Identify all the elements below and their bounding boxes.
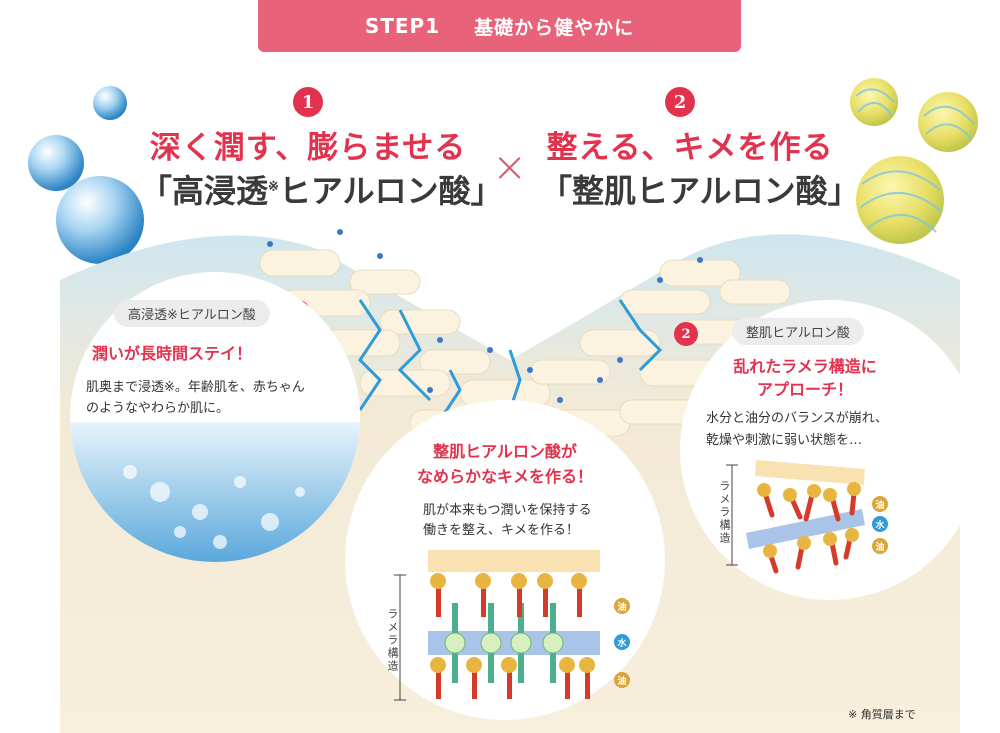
center-panel-body-line-2: 働きを整え、キメを作る！	[423, 523, 580, 538]
right-panel-tag: 整肌ヒアルロン酸	[732, 318, 864, 345]
legend-water-chip: 水	[872, 516, 888, 532]
feature-number-1: 1	[293, 87, 323, 117]
water-droplet	[56, 176, 144, 264]
center-panel-heading-line-1: 整肌ヒアルロン酸が	[433, 442, 577, 461]
left-panel-body-line-1: 肌奥まで浸透※。年齢肌を、赤ちゃん	[86, 380, 305, 395]
right-panel-heading-line-2: アプローチ！	[756, 380, 853, 399]
center-panel-body-line-1: 肌が本来もつ潤いを保持する	[423, 503, 592, 518]
feature-number-2: 2	[665, 87, 695, 117]
step-label: STEP1	[364, 14, 441, 38]
step-banner: STEP1 基礎から健やかに	[258, 0, 741, 52]
legend-water-chip: 水	[614, 634, 630, 650]
legend-oil-chip: 油	[614, 598, 630, 614]
times-symbol: ×	[492, 142, 528, 191]
feature-1-headline: 深く潤す、膨らませる	[149, 130, 467, 166]
right-lamella-label: ラメラ構造	[718, 480, 731, 545]
feature-2-headline: 整える、キメを作る	[546, 130, 834, 166]
right-panel-body-line-1: 水分と油分のバランスが崩れ、	[706, 411, 888, 426]
water-droplet	[28, 135, 84, 191]
legend-oil-chip: 油	[872, 496, 888, 512]
legend-oil-chip: 油	[614, 672, 630, 688]
lamella-structure-organized-diagram	[394, 550, 600, 701]
feature-2-product: 「整肌ヒアルロン酸」	[540, 172, 860, 210]
center-panel-heading-line-2: なめらかなキメを作る！	[416, 467, 593, 486]
lamella-structure-disordered-diagram	[726, 460, 865, 574]
left-panel-body-line-2: のようなやわらか肌に。	[86, 401, 230, 416]
product-1-name: 「高浸透	[140, 172, 269, 210]
water-droplets-image	[28, 86, 144, 264]
right-panel-heading-line-1: 乱れたラメラ構造に	[733, 357, 877, 376]
callout-marker-2: 2	[674, 322, 698, 346]
left-panel-tag: 高浸透※ヒアルロン酸	[114, 300, 270, 327]
step-subtitle: 基礎から健やかに	[474, 16, 635, 39]
water-droplet	[93, 86, 127, 120]
right-panel-body-line-2: 乾燥や刺激に弱い状態を…	[706, 433, 863, 448]
right-info-panel	[680, 300, 980, 600]
water-bubbles-image	[70, 422, 360, 562]
yarn-balls-image	[850, 78, 978, 244]
left-panel-heading: 潤いが長時間ステイ！	[92, 344, 253, 363]
center-lamella-label: ラメラ構造	[386, 608, 399, 673]
footnote-mark: ※	[268, 179, 279, 195]
feature-1-product: 「高浸透※ヒアルロン酸」	[140, 166, 503, 212]
product-1-name-tail: ヒアルロン酸」	[278, 172, 503, 210]
yarn-ball	[918, 92, 978, 152]
footnote: ※ 角質層まで	[848, 708, 916, 721]
legend-oil-chip: 油	[872, 538, 888, 554]
